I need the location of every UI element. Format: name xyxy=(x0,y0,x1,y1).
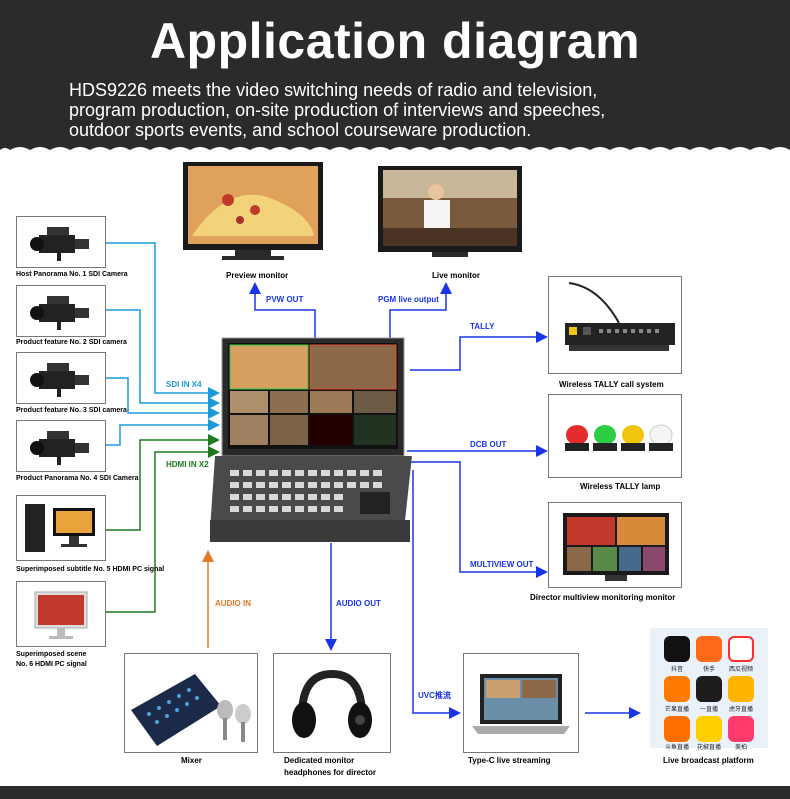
source-label-3: Product feature No. 3 SDI camera xyxy=(16,407,127,414)
description-line-3: outdoor sports events, and school course… xyxy=(69,120,532,140)
source-box-4 xyxy=(16,420,106,472)
source-box-3 xyxy=(16,352,106,404)
app-icon-xigua xyxy=(728,636,754,662)
multiview-out-label: MULTIVIEW OUT xyxy=(470,560,534,569)
tally-lamp-icon xyxy=(565,424,673,451)
torn-edge xyxy=(0,143,790,150)
app-name: 西瓜视频 xyxy=(728,667,753,673)
headphones-label-1: Dedicated monitor xyxy=(284,756,355,765)
tally-label: TALLY xyxy=(470,322,495,331)
app-name: 抖音 xyxy=(670,667,683,673)
mixer-label: Mixer xyxy=(181,756,202,765)
tally-call-box xyxy=(548,276,682,374)
source-box-6 xyxy=(16,581,106,647)
platform-label: Live broadcast platform xyxy=(663,756,754,765)
source-label-6b: No. 6 HDMI PC signal xyxy=(16,661,87,668)
tally-call-system-icon xyxy=(565,282,675,351)
description-line-1: HDS9226 meets the video switching needs … xyxy=(69,80,598,100)
dcb-out-label: DCB OUT xyxy=(470,440,507,449)
desktop-pc-icon xyxy=(25,504,95,552)
app-icon-mango xyxy=(664,676,690,702)
app-icon-meipai xyxy=(728,716,754,742)
source-label-5: Superimposed subtitle No. 5 HDMI PC sign… xyxy=(16,566,165,573)
live-platform-apps: 抖音 快手 西瓜视频 芒果直播 一直播 虎牙直播 斗鱼直播 花椒直播 美拍 xyxy=(650,628,768,751)
mixer-box xyxy=(124,653,258,753)
app-name: 斗鱼直播 xyxy=(664,745,689,751)
header-banner: Application diagram HDS9226 meets the vi… xyxy=(0,0,790,143)
header-description: HDS9226 meets the video switching needs … xyxy=(69,80,769,140)
source-label-6a: Superimposed scene xyxy=(16,651,87,658)
source-box-2 xyxy=(16,285,106,337)
app-icon-yizhibo xyxy=(696,676,722,702)
page-title: Application diagram xyxy=(149,13,641,69)
headphones-icon xyxy=(292,669,372,738)
app-icon-douyu xyxy=(664,716,690,742)
switcher-graphic xyxy=(210,337,412,542)
laptop-icon xyxy=(472,674,570,734)
headphones-box xyxy=(273,653,391,753)
streaming-label: Type-C live streaming xyxy=(468,756,551,765)
app-icon-kuaishou xyxy=(696,636,722,662)
pgm-out-label: PGM live output xyxy=(378,295,439,304)
director-monitor-box xyxy=(548,502,682,588)
tally-call-label: Wireless TALLY call system xyxy=(559,380,664,389)
app-icon-huajiao xyxy=(696,716,722,742)
tally-lamp-label: Wireless TALLY lamp xyxy=(580,482,661,491)
tally-lamp-box xyxy=(548,394,682,478)
video-camera-icon xyxy=(30,431,89,465)
source-box-5 xyxy=(16,495,106,561)
app-name: 虎牙直播 xyxy=(728,707,753,713)
pvw-out-label: PVW OUT xyxy=(266,295,304,304)
app-name: 一直播 xyxy=(699,707,718,713)
hdmi-input-label: HDMI IN X2 xyxy=(166,460,209,469)
app-name: 花椒直播 xyxy=(696,745,721,751)
app-icon-douyin xyxy=(664,636,690,662)
multiview-monitor-icon xyxy=(563,513,669,581)
live-monitor-label: Live monitor xyxy=(432,271,481,280)
headphones-label-2: headphones for director xyxy=(284,768,377,777)
sdi-lines xyxy=(106,242,220,446)
streaming-box xyxy=(463,653,579,753)
description-line-2: program production, on-site production o… xyxy=(69,100,606,120)
output-lines xyxy=(249,282,641,719)
app-icon-huya xyxy=(728,676,754,702)
hdmi-lines xyxy=(106,434,220,613)
source-label-4: Product Panorama No. 4 SDI Camera xyxy=(16,475,139,482)
preview-monitor-label: Preview monitor xyxy=(226,271,289,280)
video-camera-icon xyxy=(30,296,89,330)
audio-mixer-icon xyxy=(131,674,251,746)
app-name: 快手 xyxy=(702,667,715,673)
live-monitor-graphic xyxy=(378,166,522,257)
source-label-1: Host Panorama No. 1 SDI Camera xyxy=(16,271,128,278)
preview-monitor-graphic xyxy=(183,162,323,260)
uvc-label: UVC推流 xyxy=(418,691,451,700)
app-name: 芒果直播 xyxy=(664,707,689,713)
app-name: 美拍 xyxy=(734,745,747,751)
video-camera-icon xyxy=(30,363,89,397)
torn-edge-bottom xyxy=(0,787,790,799)
source-label-2: Product feature No. 2 SDI camera xyxy=(16,339,127,346)
source-box-1 xyxy=(16,216,106,268)
audio-in-label: AUDIO IN xyxy=(215,599,251,608)
audio-out-label: AUDIO OUT xyxy=(336,599,381,608)
sdi-input-label: SDI IN X4 xyxy=(166,380,202,389)
video-camera-icon xyxy=(30,227,89,261)
imac-monitor-icon xyxy=(34,591,88,639)
director-monitor-label: Director multiview monitoring monitor xyxy=(530,593,676,602)
